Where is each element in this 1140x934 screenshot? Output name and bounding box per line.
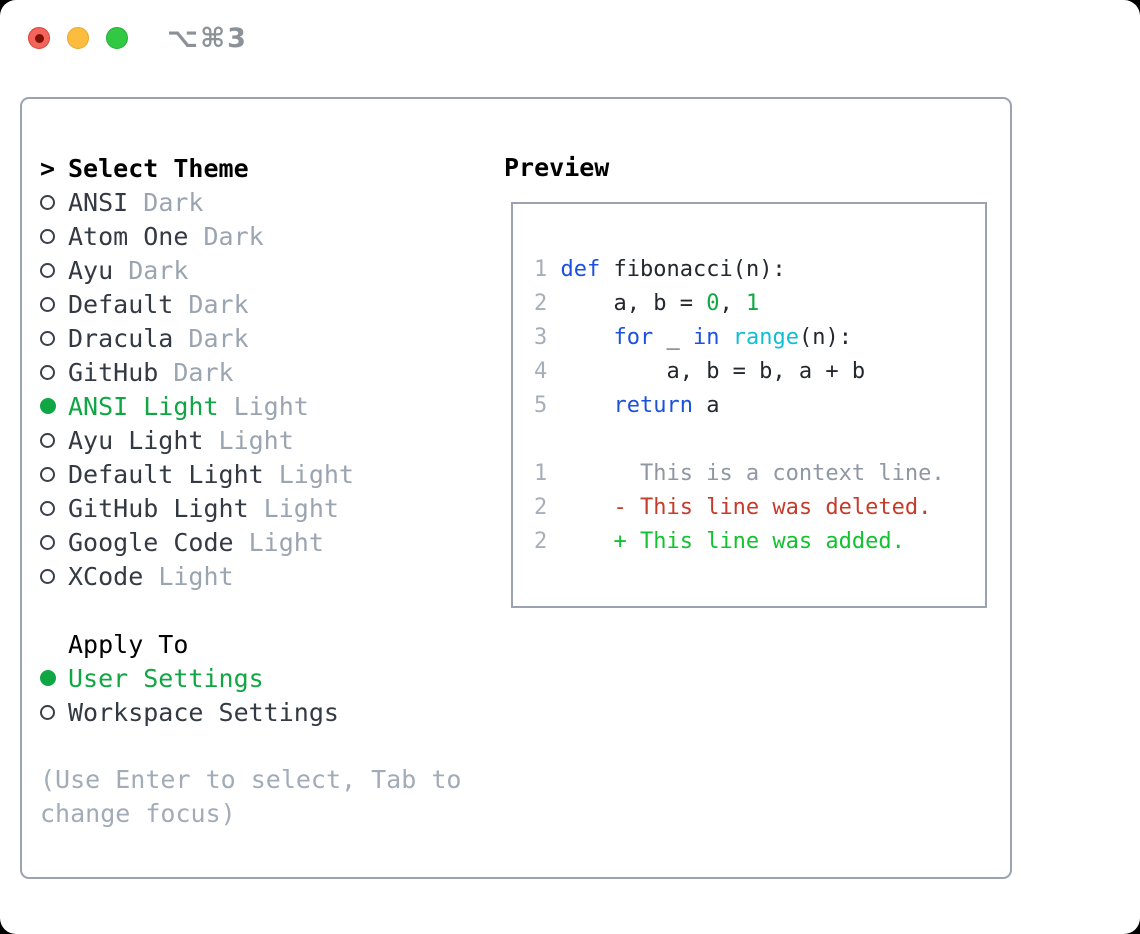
apply-option-user-settings[interactable]: User Settings <box>40 661 461 695</box>
window-shortcut-label: ⌥⌘3 <box>167 22 248 54</box>
preview-title: Preview <box>504 153 610 182</box>
radio-icon <box>40 500 55 516</box>
theme-option-google-code[interactable]: Google Code Light <box>40 525 461 559</box>
theme-option-dracula[interactable]: Dracula Dark <box>40 321 461 355</box>
theme-option-ayu[interactable]: Ayu Dark <box>40 253 461 287</box>
code-line: 2 - This line was deleted. <box>534 495 932 520</box>
theme-variant: Light <box>203 425 294 455</box>
theme-name: Google Code <box>68 527 234 557</box>
radio-icon <box>40 228 55 244</box>
theme-name: GitHub <box>68 357 159 387</box>
line-number: 2 <box>534 291 561 316</box>
theme-name: Ayu Light <box>68 425 204 455</box>
theme-option-default[interactable]: Default Dark <box>40 287 461 321</box>
theme-option-default-light[interactable]: Default Light Light <box>40 457 461 491</box>
line-number: 1 <box>534 257 561 282</box>
code-line <box>534 423 945 457</box>
theme-variant: Light <box>248 493 339 523</box>
theme-variant: Light <box>218 391 309 421</box>
radio-icon <box>40 432 55 448</box>
code-line: 3 for _ in range(n): <box>534 325 852 350</box>
preview-pane: 1 def fibonacci(n): 2 a, b = 0, 1 3 for _ … <box>511 202 987 608</box>
apply-to-title: Apply To <box>68 629 189 659</box>
help-text-line-1: (Use Enter to select, Tab to <box>40 765 462 794</box>
line-number: 3 <box>534 325 561 350</box>
apply-to-header: Apply To <box>40 627 461 661</box>
code-line: 4 a, b = b, a + b <box>534 359 866 384</box>
select-theme-title: Select Theme <box>68 153 249 183</box>
theme-variant: Dark <box>158 357 234 387</box>
theme-variant: Dark <box>188 221 264 251</box>
radio-icon <box>40 330 55 346</box>
theme-option-github[interactable]: GitHub Dark <box>40 355 461 389</box>
theme-variant: Light <box>263 459 354 489</box>
radio-icon <box>40 194 55 210</box>
line-number: 1 <box>534 461 561 486</box>
radio-icon <box>40 704 55 720</box>
apply-option-label: Workspace Settings <box>68 697 339 727</box>
line-number: 5 <box>534 393 561 418</box>
code-line: 1 This is a context line. <box>534 461 945 486</box>
theme-option-ayu-light[interactable]: Ayu Light Light <box>40 423 461 457</box>
theme-name: XCode <box>68 561 144 591</box>
radio-icon <box>40 262 55 278</box>
theme-option-github-light[interactable]: GitHub Light Light <box>40 491 461 525</box>
spacer <box>40 729 461 763</box>
theme-variant: Light <box>233 527 324 557</box>
line-number: 2 <box>534 495 561 520</box>
radio-selected-icon <box>40 398 56 414</box>
theme-name: GitHub Light <box>68 493 249 523</box>
theme-name: Default <box>68 289 174 319</box>
radio-selected-icon <box>40 670 56 686</box>
theme-option-ansi-light[interactable]: ANSI Light Light <box>40 389 461 423</box>
line-number: 2 <box>534 529 561 554</box>
theme-option-xcode[interactable]: XCode Light <box>40 559 461 593</box>
theme-option-ansi[interactable]: ANSI Dark <box>40 185 461 219</box>
theme-variant: Dark <box>173 289 249 319</box>
titlebar: ⌥⌘3 <box>28 23 248 54</box>
radio-icon <box>40 296 55 312</box>
help-text-line-2: change focus) <box>40 799 236 828</box>
selection-caret: > <box>40 153 56 183</box>
theme-name: Default Light <box>68 459 264 489</box>
select-theme-header: > Select Theme <box>40 151 461 185</box>
apply-option-label: User Settings <box>68 663 264 693</box>
code-line: 2 a, b = 0, 1 <box>534 291 760 316</box>
theme-name: ANSI Light <box>68 391 219 421</box>
theme-name: Dracula <box>68 323 174 353</box>
theme-variant: Dark <box>113 255 189 285</box>
preview-code: 1 def fibonacci(n): 2 a, b = 0, 1 3 for _ … <box>534 253 945 559</box>
spacer <box>40 593 461 627</box>
radio-icon <box>40 534 55 550</box>
zoom-button[interactable] <box>106 27 128 49</box>
code-line: 2 + This line was added. <box>534 529 905 554</box>
theme-name: Ayu <box>68 255 114 285</box>
theme-name: Atom One <box>68 221 189 251</box>
theme-option-atom-one[interactable]: Atom One Dark <box>40 219 461 253</box>
apply-option-workspace-settings[interactable]: Workspace Settings <box>40 695 461 729</box>
radio-icon <box>40 466 55 482</box>
close-button[interactable] <box>28 27 50 49</box>
theme-variant: Light <box>143 561 234 591</box>
minimize-button[interactable] <box>67 27 89 49</box>
line-number: 4 <box>534 359 561 384</box>
theme-name: ANSI <box>68 187 129 217</box>
code-line: 5 return a <box>534 393 720 418</box>
radio-icon <box>40 364 55 380</box>
theme-variant: Dark <box>128 187 204 217</box>
radio-icon <box>40 568 55 584</box>
close-button-dot-icon <box>34 33 44 43</box>
theme-variant: Dark <box>173 323 249 353</box>
code-line: 1 def fibonacci(n): <box>534 257 786 282</box>
